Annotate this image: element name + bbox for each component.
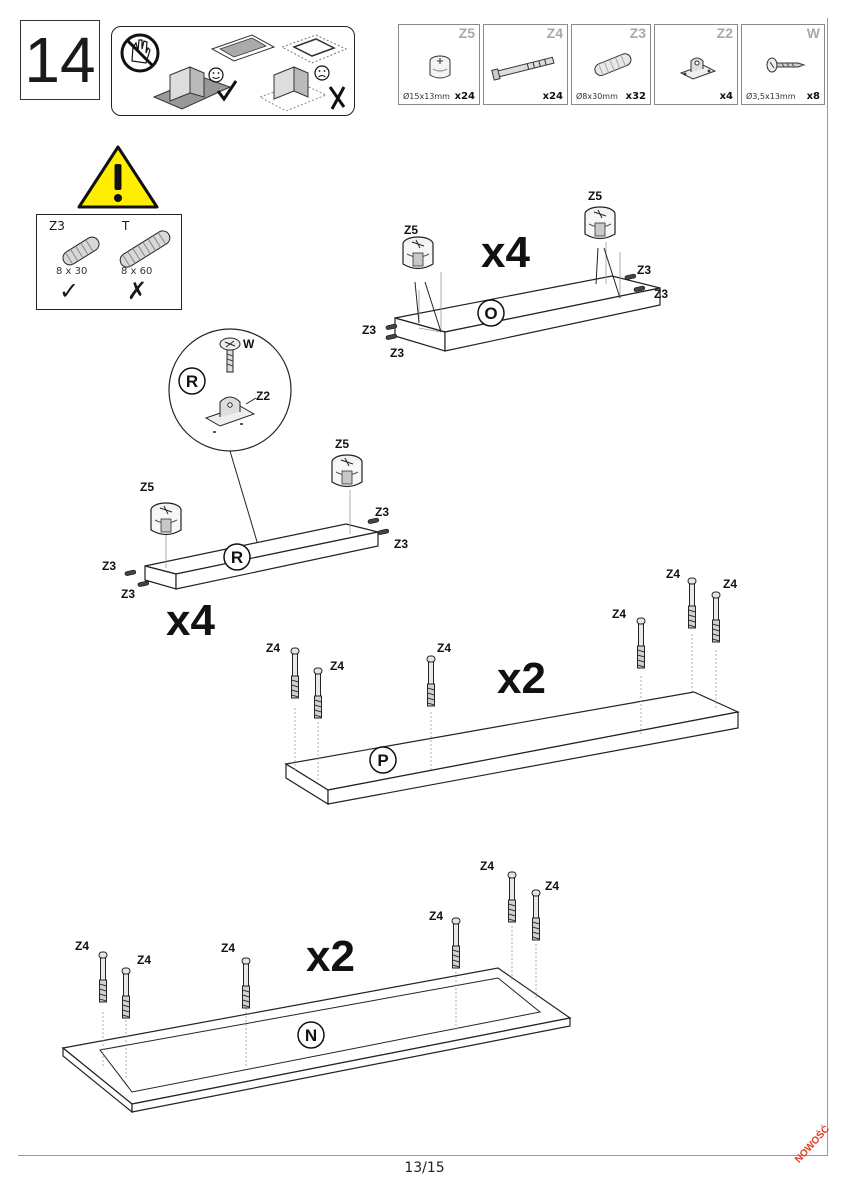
dowel-label: Z3 [654,287,668,301]
dowel-size-warning: Z3 T 8 x 30 8 x 60 ✓ ✗ [36,214,182,310]
screw-label: W [243,337,255,351]
bolt-label: Z4 [612,607,626,621]
hardware-item-z2: Z2 x4 [654,24,738,105]
correct-placement-icon [152,34,276,110]
cam-label: Z5 [588,189,602,203]
dowel-label: Z3 [394,537,408,551]
hardware-item-w: W Ø3,5x13mm x8 [741,24,825,105]
panel-label: O [484,304,497,323]
hardware-item-z3: Z3 Ø8x30mm x32 [571,24,651,105]
wrong-dowel-label: T [122,219,130,233]
hardware-quantity: x24 [454,91,475,102]
hardware-code: W [806,25,820,41]
hardware-code: Z3 [629,25,646,41]
multiplier-panel-o: x4 [481,228,530,277]
panel-n-assembly: Z4 Z4 Z4 Z4 Z4 Z4 N [61,859,572,1114]
wrong-placement-icon [258,34,348,112]
bolt-label: Z4 [480,859,494,873]
cross-mark-icon: ✗ [127,277,148,305]
hardware-item-z4: Z4 x24 [483,24,568,105]
screw-icon [766,57,806,73]
bolt-label: Z4 [221,941,235,955]
check-mark-icon: ✓ [59,277,80,305]
bracket-icon [679,57,717,80]
warning-triangle-icon [77,145,159,209]
dowel-label: Z3 [102,559,116,573]
bolt-label: Z4 [266,641,280,655]
hardware-quantity: x32 [625,91,646,102]
hardware-quantity: x24 [542,91,563,102]
bolt-label: Z4 [330,659,344,673]
cam-label: Z5 [335,437,349,451]
panel-label: P [377,751,388,770]
hardware-quantity: x4 [719,91,733,102]
step-number-text: 14 [24,24,96,96]
hardware-code: Z5 [458,25,475,41]
dowel-label: Z3 [375,505,389,519]
hardware-quantity: x8 [806,91,820,102]
dowel-comparison-illustration [62,230,171,268]
care-instructions-illustration [120,33,348,112]
panel-p-assembly: Z4 Z4 Z4 Z4 Z4 Z4 P [266,567,740,806]
bolt-label: Z4 [723,577,737,591]
panel-label: R [231,548,243,567]
bolt-label: Z4 [75,939,89,953]
hardware-size: Ø3,5x13mm [746,92,796,101]
multiplier-panel-r: x4 [166,596,215,645]
panel-o-assembly: Z5 Z5 Z3 Z3 Z3 Z3 O [362,189,668,360]
bolt-label: Z4 [666,567,680,581]
short-dowel-icon [62,236,100,266]
wrong-dowel-dimension: 8 x 60 [121,266,153,277]
hardware-size: Ø8x30mm [576,92,618,101]
hardware-code: Z4 [546,25,563,41]
bolt-label: Z4 [437,641,451,655]
hardware-code: Z2 [716,25,733,41]
step-number: 14 [20,20,100,100]
bracket-label: Z2 [256,389,270,403]
dowel-label: Z3 [390,346,404,360]
panel-r-detail: R W Z2 [168,328,292,546]
multiplier-panel-p: x2 [497,654,546,703]
care-instructions-panel [111,26,355,116]
no-touch-icon [120,33,160,73]
cam-lock-icon [429,55,451,79]
dowel-label: Z3 [362,323,376,337]
panel-label: N [305,1026,317,1045]
bolt-label: Z4 [429,909,443,923]
cam-label: Z5 [404,223,418,237]
correct-dowel-label: Z3 [49,219,65,233]
dowel-label: Z3 [121,587,135,601]
long-dowel-icon [119,230,171,268]
cam-bolt-icon [491,56,555,81]
hardware-item-z5: Z5 Ø15x13mm x24 [398,24,480,105]
panel-label: R [186,372,198,391]
correct-dowel-dimension: 8 x 30 [56,266,88,277]
page-number: 13/15 [404,1160,445,1176]
hardware-size: Ø15x13mm [403,92,450,101]
multiplier-panel-n: x2 [306,932,355,981]
panel-r-assembly: Z5 Z5 Z3 Z3 Z3 Z3 R [102,437,408,601]
dowel-label: Z3 [637,263,651,277]
cam-label: Z5 [140,480,154,494]
page-frame [18,18,828,1156]
wooden-dowel-icon [594,53,632,76]
bolt-label: Z4 [545,879,559,893]
bolt-label: Z4 [137,953,151,967]
